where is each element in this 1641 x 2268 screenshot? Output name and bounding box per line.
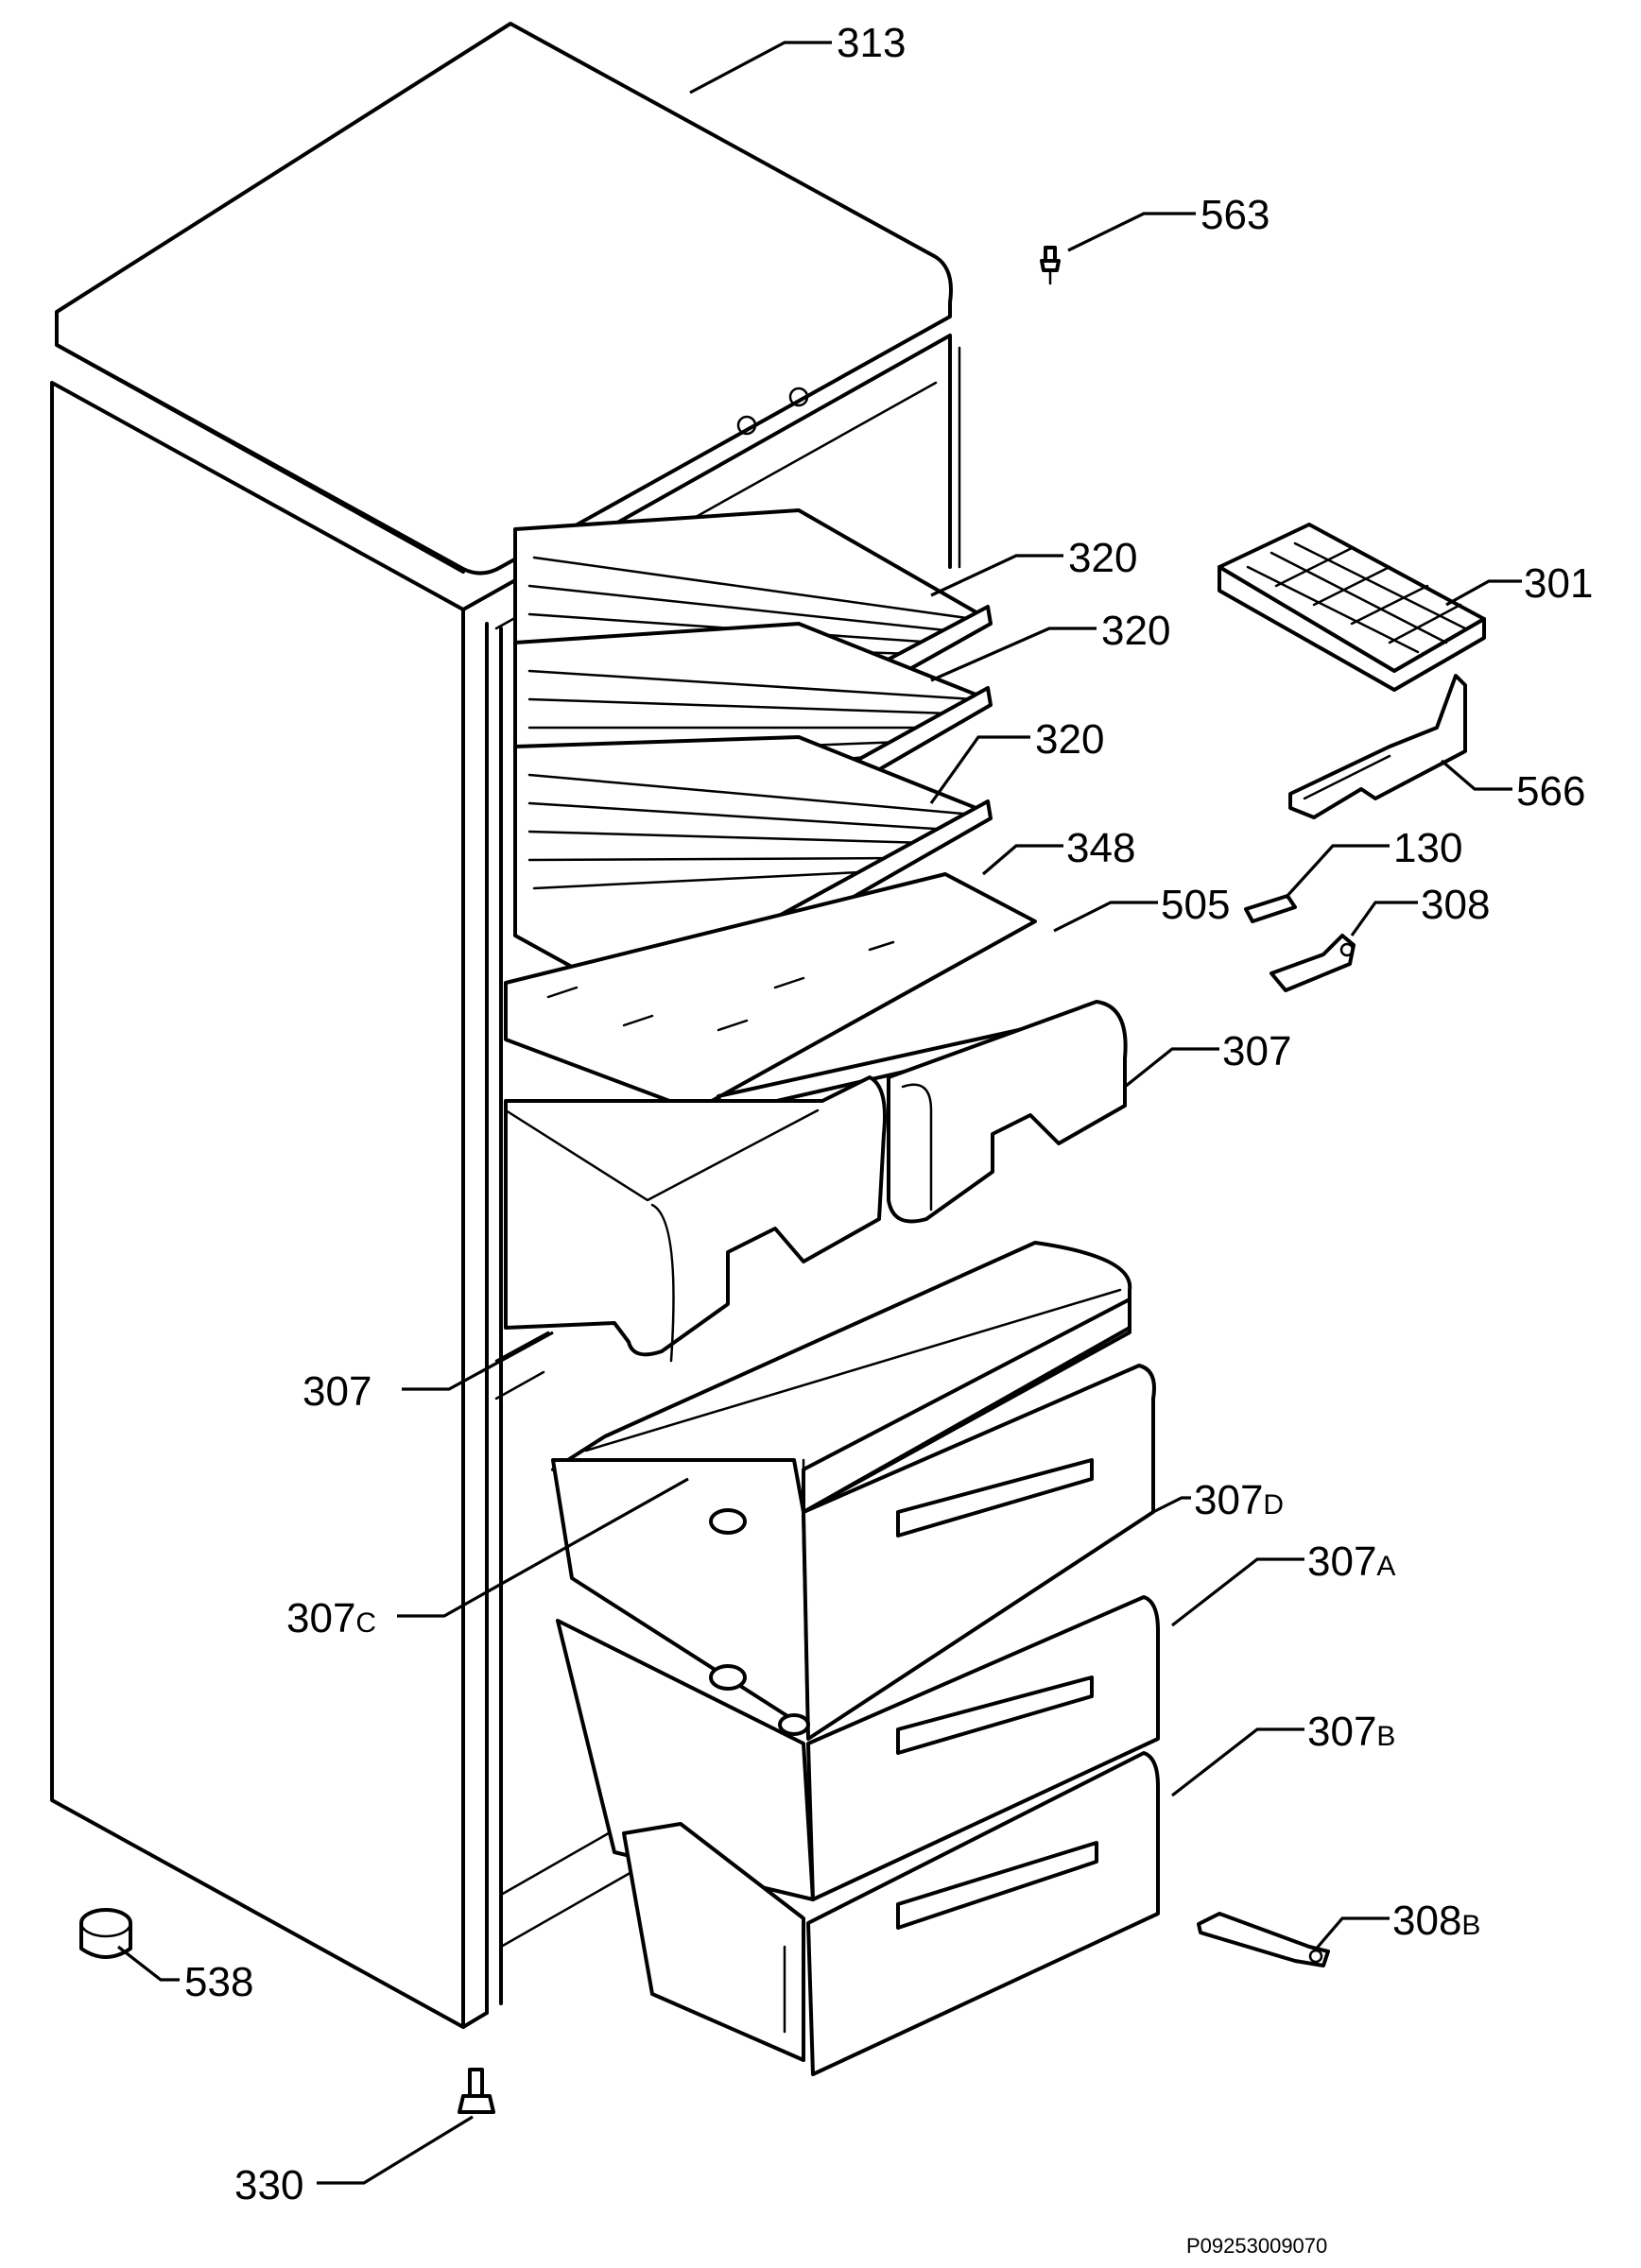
drawer-307c	[556, 1595, 1160, 1901]
callout-307b: 307B	[1307, 1709, 1395, 1755]
spacer-block-130	[1244, 894, 1297, 923]
freezer-basket-right	[887, 1000, 1128, 1224]
callout-566: 566	[1516, 768, 1585, 815]
callout-313: 313	[837, 20, 906, 66]
callout-307d: 307D	[1194, 1477, 1284, 1523]
drawer-307b	[622, 1751, 1160, 2076]
callout-307c: 307C	[286, 1595, 376, 1641]
callout-320-top: 320	[1068, 535, 1137, 581]
callout-labels: 313 563 320 320 320 301 566 348 130 505 …	[184, 20, 1593, 2208]
drawing-code: P09253009070	[1186, 2234, 1327, 2258]
callout-307-left: 307	[302, 1368, 371, 1415]
callout-308: 308	[1421, 882, 1490, 928]
callout-563: 563	[1201, 192, 1270, 238]
hinge-308	[1270, 934, 1356, 992]
ice-tray-holder	[1288, 674, 1467, 819]
callout-330: 330	[234, 2162, 303, 2208]
callout-307-right: 307	[1222, 1028, 1291, 1074]
callout-505: 505	[1161, 882, 1230, 928]
cabinet-body	[50, 22, 961, 2029]
callout-320-middle: 320	[1101, 608, 1170, 654]
leader-lines	[117, 41, 1522, 2185]
callout-538: 538	[184, 1959, 253, 2005]
callout-308b: 308B	[1392, 1898, 1480, 1944]
callout-348: 348	[1066, 825, 1135, 871]
callout-320-lower: 320	[1035, 716, 1104, 763]
leveling-foot-330	[458, 2068, 495, 2114]
drawer-cover-307d	[551, 1241, 1132, 1521]
drawer-307a	[551, 1364, 1156, 1741]
callout-301: 301	[1524, 560, 1593, 607]
callout-130: 130	[1393, 825, 1462, 871]
hinge-308b	[1197, 1912, 1330, 1967]
screw-563	[1040, 246, 1061, 285]
callout-307a: 307A	[1307, 1538, 1395, 1585]
foot-538	[79, 1908, 132, 1959]
ice-cube-tray	[1218, 523, 1486, 692]
glass-shelf	[504, 872, 1037, 1112]
freezer-basket-left	[504, 1075, 887, 1363]
